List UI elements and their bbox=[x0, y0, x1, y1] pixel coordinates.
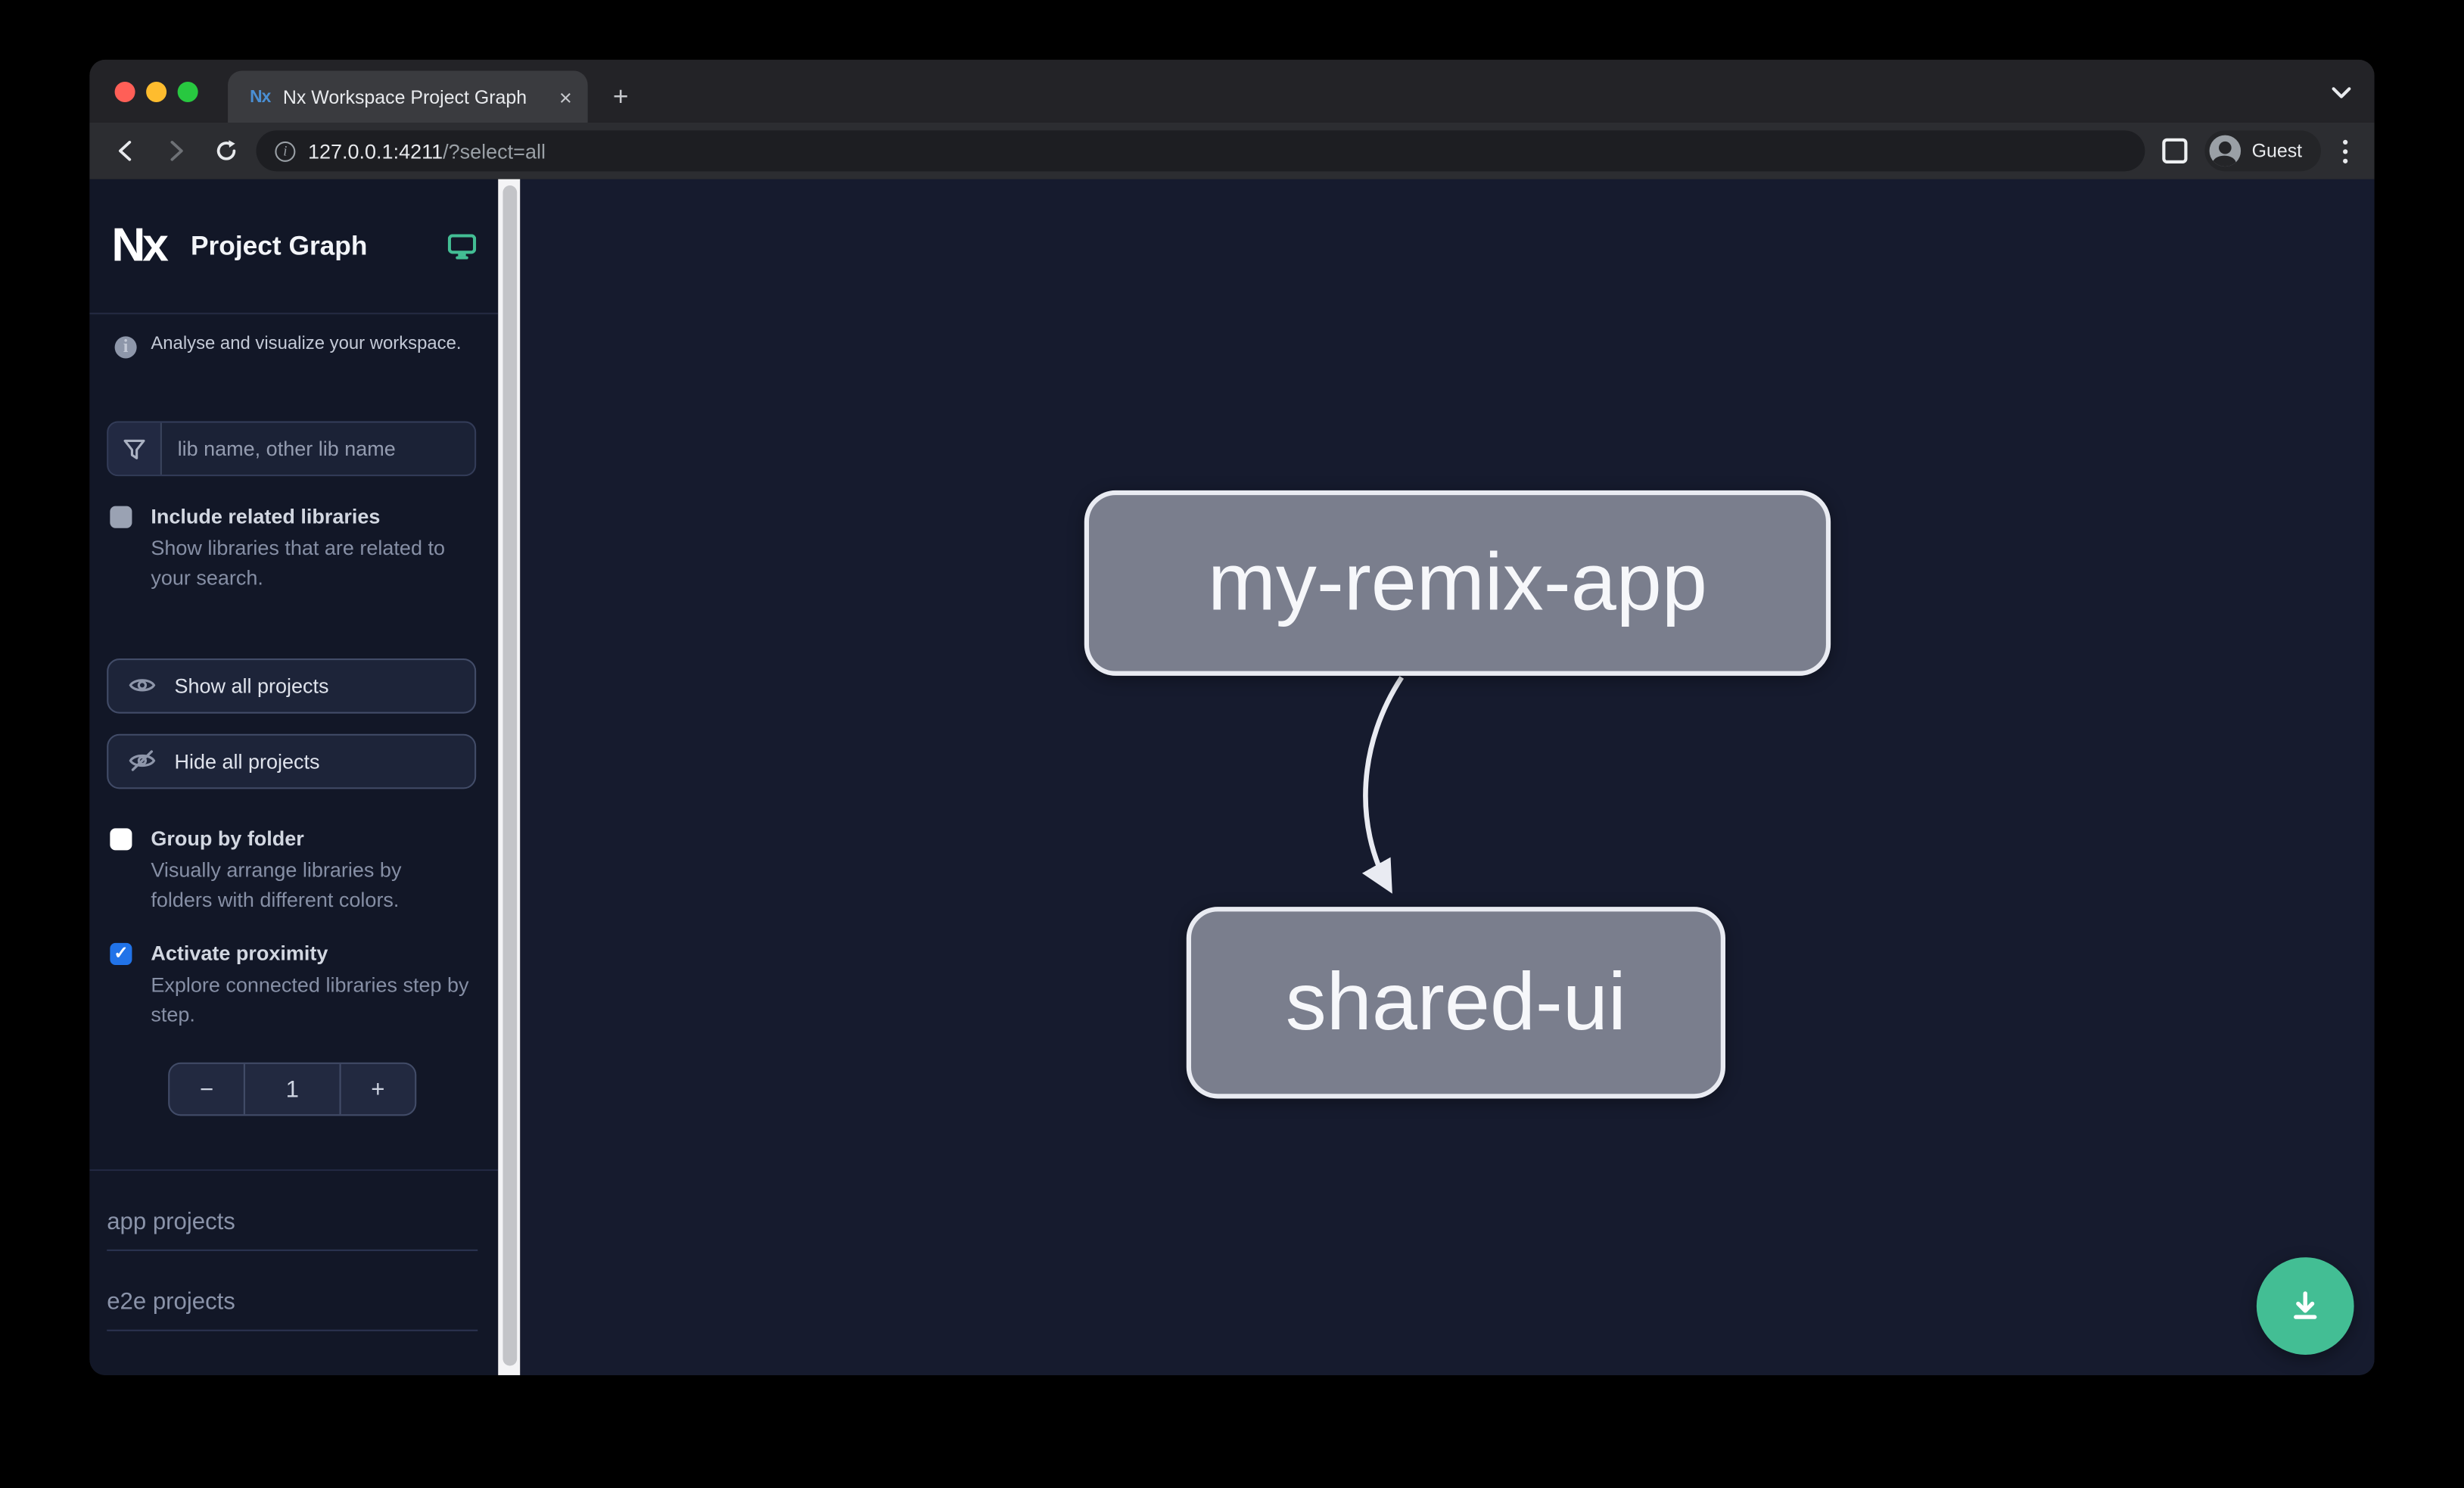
edge-my-remix-app-to-shared-ui bbox=[1361, 676, 1405, 894]
activate-proximity-option: ✓ Activate proximity Explore connected l… bbox=[89, 915, 498, 1031]
group-by-folder-label: Group by folder bbox=[151, 826, 304, 850]
sidebar-scrollbar-thumb[interactable] bbox=[502, 185, 517, 1366]
node-label: shared-ui bbox=[1285, 957, 1626, 1049]
side-panel-button[interactable] bbox=[2154, 130, 2195, 171]
section-app-projects: app projects bbox=[107, 1171, 478, 1252]
side-panel-icon bbox=[2162, 138, 2188, 163]
app-title: Project Graph bbox=[191, 230, 368, 260]
proximity-stepper: − 1 + bbox=[168, 1062, 417, 1116]
search-input[interactable] bbox=[161, 422, 475, 475]
nx-favicon-icon: Nx bbox=[250, 87, 271, 107]
activate-proximity-checkbox[interactable]: ✓ bbox=[110, 943, 132, 966]
group-by-folder-description: Visually arrange libraries by folders wi… bbox=[151, 858, 402, 911]
include-related-label: Include related libraries bbox=[151, 504, 381, 528]
new-tab-button[interactable]: + bbox=[612, 81, 629, 112]
forward-button[interactable] bbox=[156, 130, 197, 171]
proximity-value: 1 bbox=[243, 1063, 341, 1115]
activate-proximity-label: Activate proximity bbox=[151, 942, 328, 966]
tab-search-chevron-icon[interactable] bbox=[2324, 79, 2359, 107]
show-all-projects-label: Show all projects bbox=[174, 674, 329, 698]
browser-tab-strip: Nx Nx Workspace Project Graph × + bbox=[89, 59, 2375, 123]
minimize-window-button[interactable] bbox=[146, 80, 167, 101]
avatar-icon bbox=[2209, 135, 2242, 167]
graph-node-shared-ui[interactable]: shared-ui bbox=[1186, 907, 1725, 1099]
info-icon: i bbox=[114, 336, 137, 359]
download-icon bbox=[2294, 1291, 2317, 1319]
hide-all-projects-label: Hide all projects bbox=[174, 749, 320, 773]
back-button[interactable] bbox=[105, 130, 146, 171]
group-by-folder-checkbox[interactable] bbox=[110, 827, 132, 850]
include-related-description: Show libraries that are related to your … bbox=[151, 536, 445, 590]
graph-node-my-remix-app[interactable]: my-remix-app bbox=[1084, 490, 1831, 676]
sidebar: Nx Project Graph i Analyse and visualize… bbox=[89, 179, 499, 1375]
include-related-checkbox[interactable] bbox=[110, 506, 132, 528]
browser-window: Nx Nx Workspace Project Graph × + i 127. bbox=[89, 59, 2375, 1375]
profile-button[interactable]: Guest bbox=[2204, 130, 2321, 172]
url-host: 127.0.0.1:4211 bbox=[307, 139, 443, 163]
node-label: my-remix-app bbox=[1207, 537, 1707, 629]
nx-logo: Nx bbox=[111, 219, 169, 272]
eye-icon bbox=[129, 679, 156, 692]
url-path: /?select=all bbox=[443, 139, 546, 163]
reload-button[interactable] bbox=[206, 130, 247, 171]
rankdir-monitor-icon[interactable] bbox=[447, 233, 477, 259]
browser-menu-button[interactable] bbox=[2330, 134, 2358, 169]
eye-off-icon bbox=[129, 750, 156, 772]
proximity-decrement-button[interactable]: − bbox=[199, 1076, 214, 1103]
search-box bbox=[107, 421, 477, 477]
tagline-row: i Analyse and visualize your workspace. bbox=[89, 314, 498, 359]
window-controls bbox=[89, 80, 198, 101]
sidebar-scrollbar-track[interactable] bbox=[498, 179, 521, 1375]
proximity-increment-button[interactable]: + bbox=[371, 1076, 385, 1103]
tab-title: Nx Workspace Project Graph bbox=[282, 86, 527, 108]
section-label: app projects bbox=[107, 1209, 478, 1252]
zoom-window-button[interactable] bbox=[177, 80, 198, 101]
tagline-text: Analyse and visualize your workspace. bbox=[151, 335, 462, 354]
browser-toolbar: i 127.0.0.1:4211/?select=all Guest bbox=[89, 122, 2375, 179]
address-bar[interactable]: i 127.0.0.1:4211/?select=all bbox=[256, 130, 2145, 172]
close-window-button[interactable] bbox=[114, 80, 135, 101]
hide-all-projects-button[interactable]: Hide all projects bbox=[107, 733, 477, 789]
sidebar-header: Nx Project Graph bbox=[89, 179, 499, 315]
filter-icon bbox=[108, 422, 162, 475]
browser-tab[interactable]: Nx Nx Workspace Project Graph × bbox=[228, 70, 588, 123]
profile-name: Guest bbox=[2251, 139, 2303, 162]
section-label: e2e projects bbox=[107, 1289, 478, 1331]
tab-close-icon[interactable]: × bbox=[558, 84, 572, 110]
url-text: 127.0.0.1:4211/?select=all bbox=[308, 139, 546, 163]
site-info-icon[interactable]: i bbox=[275, 140, 296, 161]
activate-proximity-description: Explore connected libraries step by step… bbox=[151, 973, 469, 1027]
download-graph-button[interactable] bbox=[2256, 1257, 2354, 1355]
app-content: Nx Project Graph i Analyse and visualize… bbox=[89, 179, 2375, 1375]
section-e2e-projects: e2e projects bbox=[107, 1251, 478, 1331]
include-related-option: Include related libraries Show libraries… bbox=[89, 476, 498, 593]
group-by-folder-option: Group by folder Visually arrange librari… bbox=[89, 789, 498, 916]
show-all-projects-button[interactable]: Show all projects bbox=[107, 658, 477, 714]
project-graph-canvas[interactable]: my-remix-app shared-ui bbox=[520, 179, 2375, 1375]
sidebar-divider bbox=[89, 1169, 499, 1172]
